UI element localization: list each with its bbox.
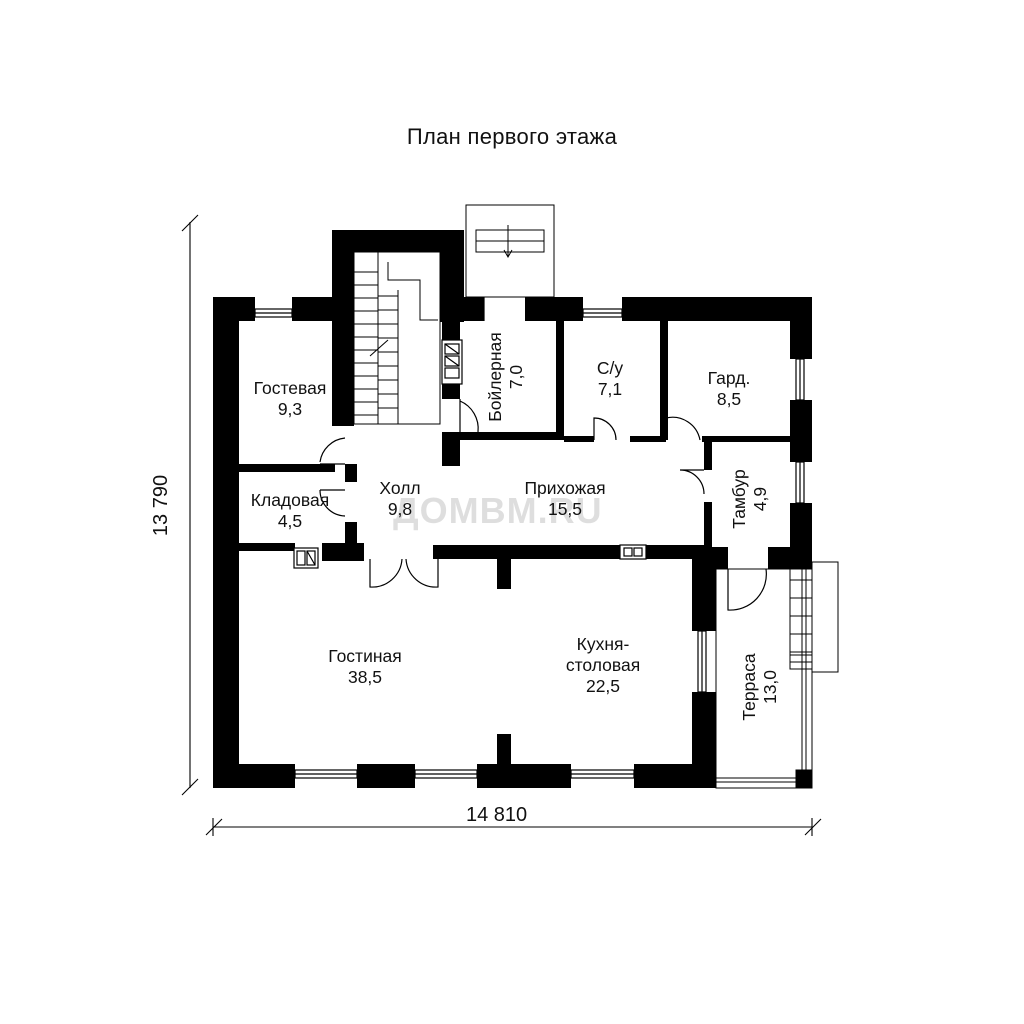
boiler-equipment [441,339,463,385]
room-name: Прихожая [524,478,606,498]
room-name: Бойлерная [485,332,505,422]
room-name: С/у [596,358,624,378]
room-area: 15,5 [547,499,583,519]
dimension-height: 13 790 [150,474,173,537]
room-wardrobe: Гард. 8,5 [708,368,751,410]
staircase [353,251,441,425]
room-name: Гард. [707,368,751,388]
room-area: 38,5 [347,667,383,687]
windows [254,308,805,779]
room-hall: Холл 9,8 [379,478,420,520]
room-name-line2: столовая [565,655,641,675]
plan-title: План первого этажа [406,124,618,149]
vent-units [293,544,647,569]
room-guest: Гостевая 9,3 [254,378,327,420]
room-name: Кладовая [250,490,330,510]
room-wc: С/у 7,1 [597,358,623,400]
room-area: 9,3 [277,399,303,419]
room-storage: Кладовая 4,5 [251,490,329,532]
room-area: 7,0 [506,364,526,390]
room-name-line1: Кухня- [576,634,630,654]
room-name: Гостевая [253,378,327,398]
room-living: Гостиная 38,5 [328,646,401,688]
room-area: 13,0 [760,669,780,705]
room-area: 7,1 [597,379,623,399]
room-name: Тамбур [729,469,749,529]
room-area: 4,9 [750,486,770,512]
room-name: Терраса [739,653,759,721]
room-area: 9,8 [387,499,413,519]
watermark: ДОМВМ.RU [393,490,603,531]
entrance-porch [465,204,555,298]
room-name: Холл [379,478,421,498]
terrace-structure [715,561,839,789]
room-area: 4,5 [277,511,303,531]
room-name: Гостиная [328,646,402,666]
room-area: 22,5 [585,676,621,696]
exterior-walls [213,230,812,788]
room-boiler: Бойлерная 7,0 [485,332,527,422]
room-entry: Прихожая 15,5 [524,478,605,520]
room-area: 8,5 [716,389,742,409]
dimension-lines [181,214,822,836]
dimension-width: 14 810 [466,804,528,826]
room-terrace: Терраса 13,0 [739,653,781,720]
room-vestibule: Тамбур 4,9 [729,469,771,528]
room-kitchen: Кухня- столовая 22,5 [566,634,640,697]
